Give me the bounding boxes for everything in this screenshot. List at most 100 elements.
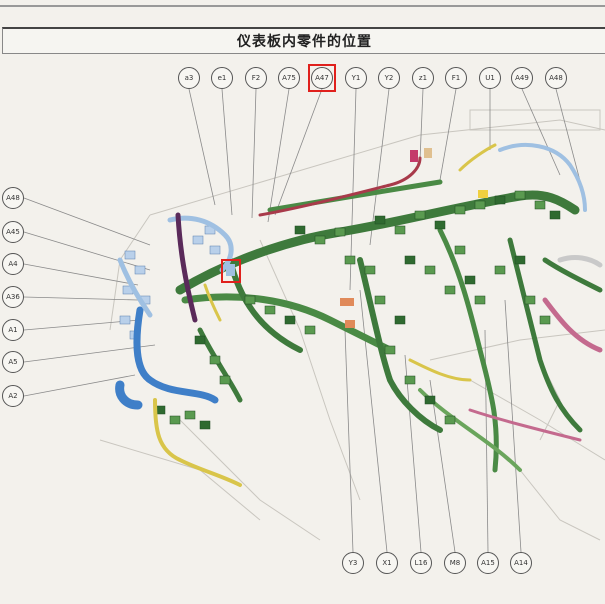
connector-block	[194, 335, 206, 345]
callout-a3: a3	[178, 67, 200, 89]
leader-line	[23, 231, 151, 271]
connector-block	[374, 215, 386, 225]
leader-line	[267, 88, 290, 223]
leader-line	[521, 88, 561, 176]
callout-a75: A75	[278, 67, 300, 89]
connector-block	[494, 195, 506, 205]
connector-block	[314, 235, 326, 245]
connector-block	[209, 245, 221, 255]
connector-block	[474, 295, 486, 305]
connector-block	[304, 325, 316, 335]
connector-block	[474, 200, 486, 210]
callout-a36: A36	[2, 286, 24, 308]
leader-line	[188, 88, 216, 206]
connector-block	[394, 225, 406, 235]
connector-block	[549, 210, 561, 220]
leader-line	[23, 263, 139, 286]
connector-block	[334, 227, 346, 237]
connector-block	[454, 245, 466, 255]
callout-a49: A49	[511, 67, 533, 89]
connector-block	[394, 315, 406, 325]
highlight-box	[308, 64, 336, 92]
connector-block	[199, 420, 211, 430]
callout-f2: F2	[245, 67, 267, 89]
callout-y3: Y3	[342, 552, 364, 574]
green-harness	[175, 179, 603, 473]
callout-a45: A45	[2, 221, 24, 243]
leader-line	[419, 88, 424, 161]
connector-block	[424, 395, 436, 405]
connector-block	[134, 265, 146, 275]
leader-line	[369, 88, 390, 246]
callout-f1: F1	[445, 67, 467, 89]
leader-line	[404, 354, 422, 553]
callout-y2: Y2	[378, 67, 400, 89]
connector-block	[414, 210, 426, 220]
yellow-harness	[153, 143, 497, 487]
leader-line	[504, 299, 522, 553]
connector-block	[424, 265, 436, 275]
leader-lines	[23, 88, 586, 553]
callout-y1: Y1	[345, 67, 367, 89]
connector-block	[209, 355, 221, 365]
blue-harness	[115, 143, 603, 410]
highlighted-connector-body	[226, 264, 235, 276]
connector-block	[244, 295, 256, 305]
leader-line	[23, 374, 136, 397]
leader-line	[344, 329, 354, 553]
top-rule	[0, 5, 605, 7]
connector-block	[219, 375, 231, 385]
callout-a4: A4	[2, 253, 24, 275]
callout-a48: A48	[545, 67, 567, 89]
purple-harness	[175, 156, 422, 323]
connector-block	[364, 265, 376, 275]
callout-l16: L16	[410, 552, 432, 574]
connector-block	[124, 250, 136, 260]
callout-e1: e1	[211, 67, 233, 89]
connector-block	[464, 275, 476, 285]
leader-line	[23, 344, 156, 363]
connector-block	[434, 220, 446, 230]
callout-m8: M8	[444, 552, 466, 574]
leader-line	[23, 197, 151, 246]
connector-block	[494, 265, 506, 275]
connector-block	[264, 305, 276, 315]
pink-harness	[468, 297, 603, 442]
connector-block	[404, 375, 416, 385]
page-title: 仪表板内零件的位置	[237, 34, 372, 50]
connector-block	[444, 415, 456, 425]
connector-block	[539, 315, 551, 325]
highlighted-connector	[221, 259, 241, 283]
connector-block	[384, 345, 396, 355]
connector-block	[534, 200, 546, 210]
connector-block	[284, 315, 296, 325]
connector-block	[192, 235, 204, 245]
connector-block	[454, 205, 466, 215]
callout-a48: A48	[2, 187, 24, 209]
callout-u1: U1	[479, 67, 501, 89]
leader-line	[274, 88, 323, 216]
callout-z1: z1	[412, 67, 434, 89]
title-bar: 仪表板内零件的位置	[2, 27, 605, 54]
connector-block	[344, 255, 356, 265]
callout-a15: A15	[477, 552, 499, 574]
connector-block	[169, 415, 181, 425]
connector-block	[294, 225, 306, 235]
leader-line	[251, 88, 257, 219]
orange-connectors	[340, 148, 488, 328]
callout-a2: A2	[2, 385, 24, 407]
connector-block	[524, 295, 536, 305]
callout-a5: A5	[2, 351, 24, 373]
connector-block	[404, 255, 416, 265]
leader-line	[439, 88, 457, 181]
connector-block	[514, 255, 526, 265]
connector-block	[184, 410, 196, 420]
callout-a47: A47	[311, 67, 333, 89]
connector-block	[119, 315, 131, 325]
leader-line	[429, 379, 456, 553]
connector-blocks	[119, 190, 561, 430]
callout-a14: A14	[510, 552, 532, 574]
callout-a1: A1	[2, 319, 24, 341]
